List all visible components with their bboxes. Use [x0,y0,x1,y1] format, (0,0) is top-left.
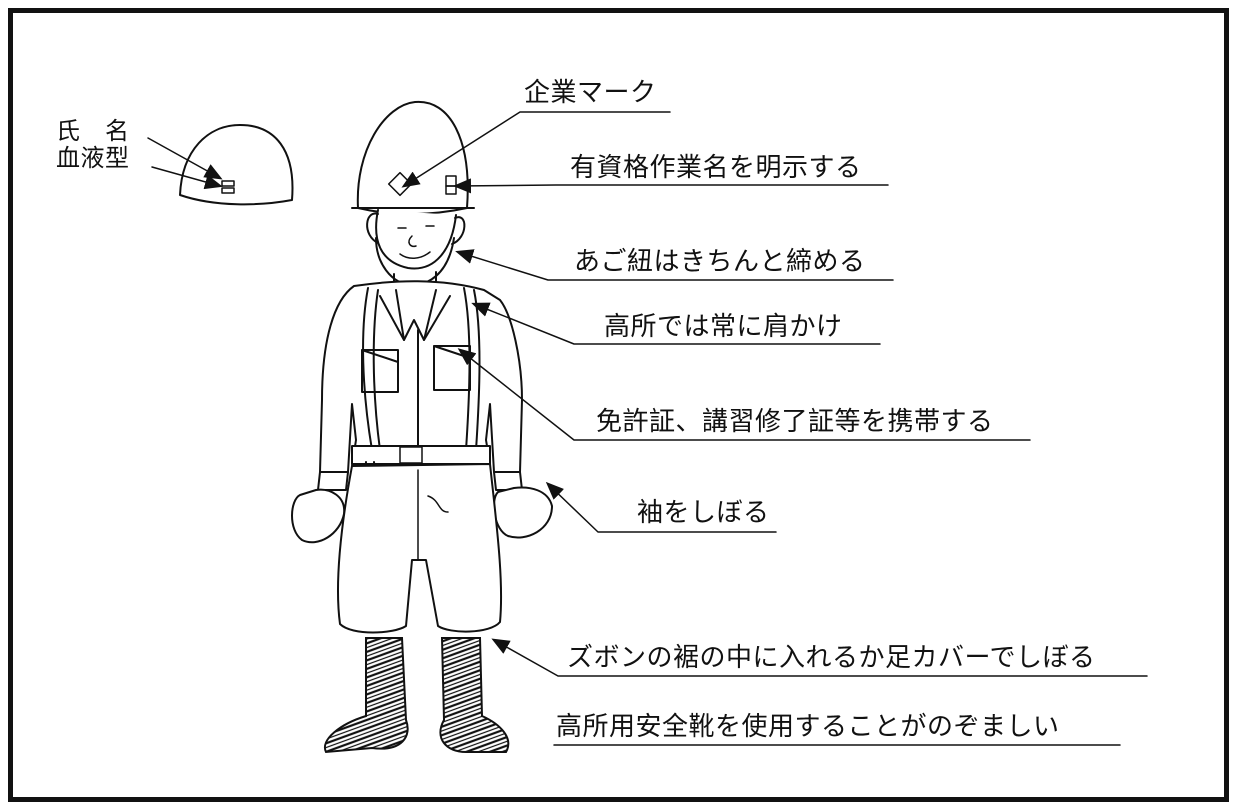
diagram-frame [8,8,1229,802]
worker-figure [291,100,553,754]
qualification-label: 有資格作業名を明示する [570,153,862,183]
blood-type-label: 血液型 [56,144,130,172]
shoes-label: 高所用安全靴を使用することがのぞましい [556,712,1060,742]
leader-lines [401,111,1148,746]
chin-strap-label: あご紐はきちんと締める [574,247,866,277]
name-pointer [147,137,223,180]
name-label: 氏 名 [56,117,130,145]
blood-type-pointer [151,166,223,190]
license-label: 免許証、講習修了証等を携帯する [596,407,994,437]
sleeves-label: 袖をしぼる [637,498,770,528]
trousers-label: ズボンの裾の中に入れるか足カバーでしぼる [567,643,1096,673]
company-mark-label: 企業マーク [524,78,657,108]
harness-label: 高所では常に肩かけ [604,312,843,342]
